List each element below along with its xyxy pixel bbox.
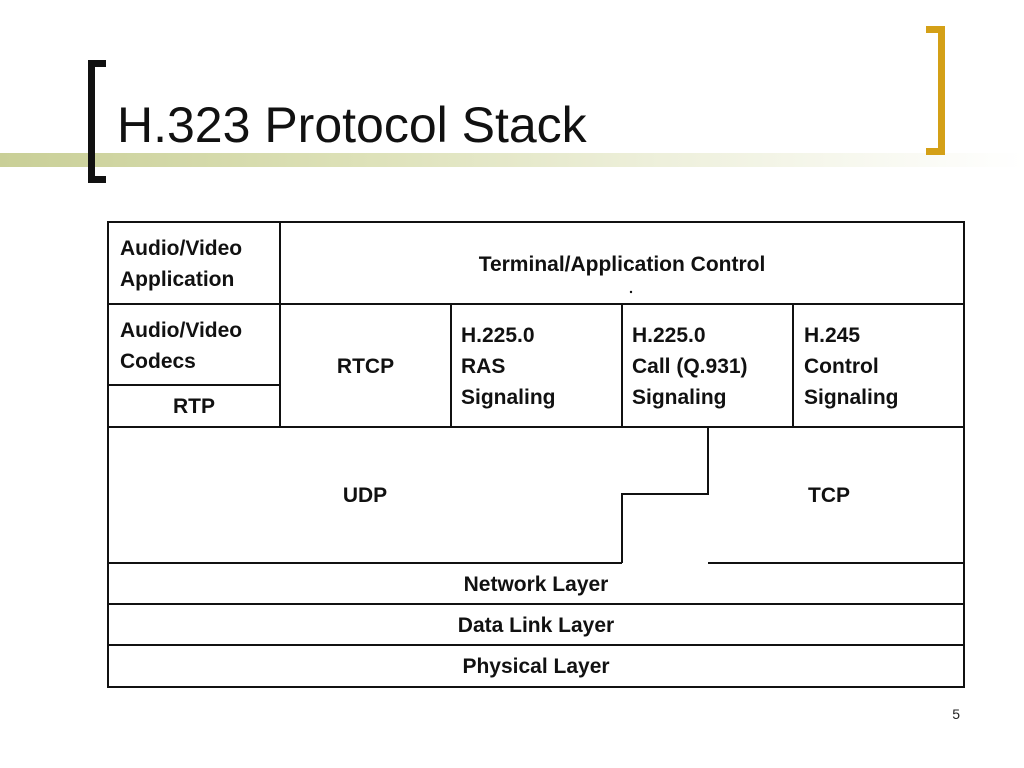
divider-udp-tcp xyxy=(621,427,709,563)
terminal-control-label: Terminal/Application Control xyxy=(478,253,766,276)
rtp-label: RTP xyxy=(173,395,215,418)
udp-label: UDP xyxy=(342,484,388,507)
rtcp-label: RTCP xyxy=(336,355,395,378)
right-bracket-decoration xyxy=(926,26,945,155)
h245-label: H.245 Control Signaling xyxy=(804,324,899,409)
network-layer-label: Network Layer xyxy=(463,573,609,596)
title-accent-band xyxy=(0,153,1024,167)
stack-frame xyxy=(107,221,965,688)
av-codecs-label: Audio/Video Codecs xyxy=(120,319,243,373)
left-bracket-decoration xyxy=(88,60,106,183)
av-application-label: Audio/Video Application xyxy=(120,237,243,291)
physical-layer-label: Physical Layer xyxy=(462,655,610,678)
h225-ras-label: H.225.0 RAS Signaling xyxy=(461,324,556,409)
page-number: 5 xyxy=(952,706,960,722)
slide-title: H.323 Protocol Stack xyxy=(117,97,587,153)
tcp-label: TCP xyxy=(808,484,850,507)
data-link-layer-label: Data Link Layer xyxy=(457,614,615,637)
stray-dot xyxy=(629,290,633,294)
h225-call-label: H.225.0 Call (Q.931) Signaling xyxy=(632,324,748,409)
